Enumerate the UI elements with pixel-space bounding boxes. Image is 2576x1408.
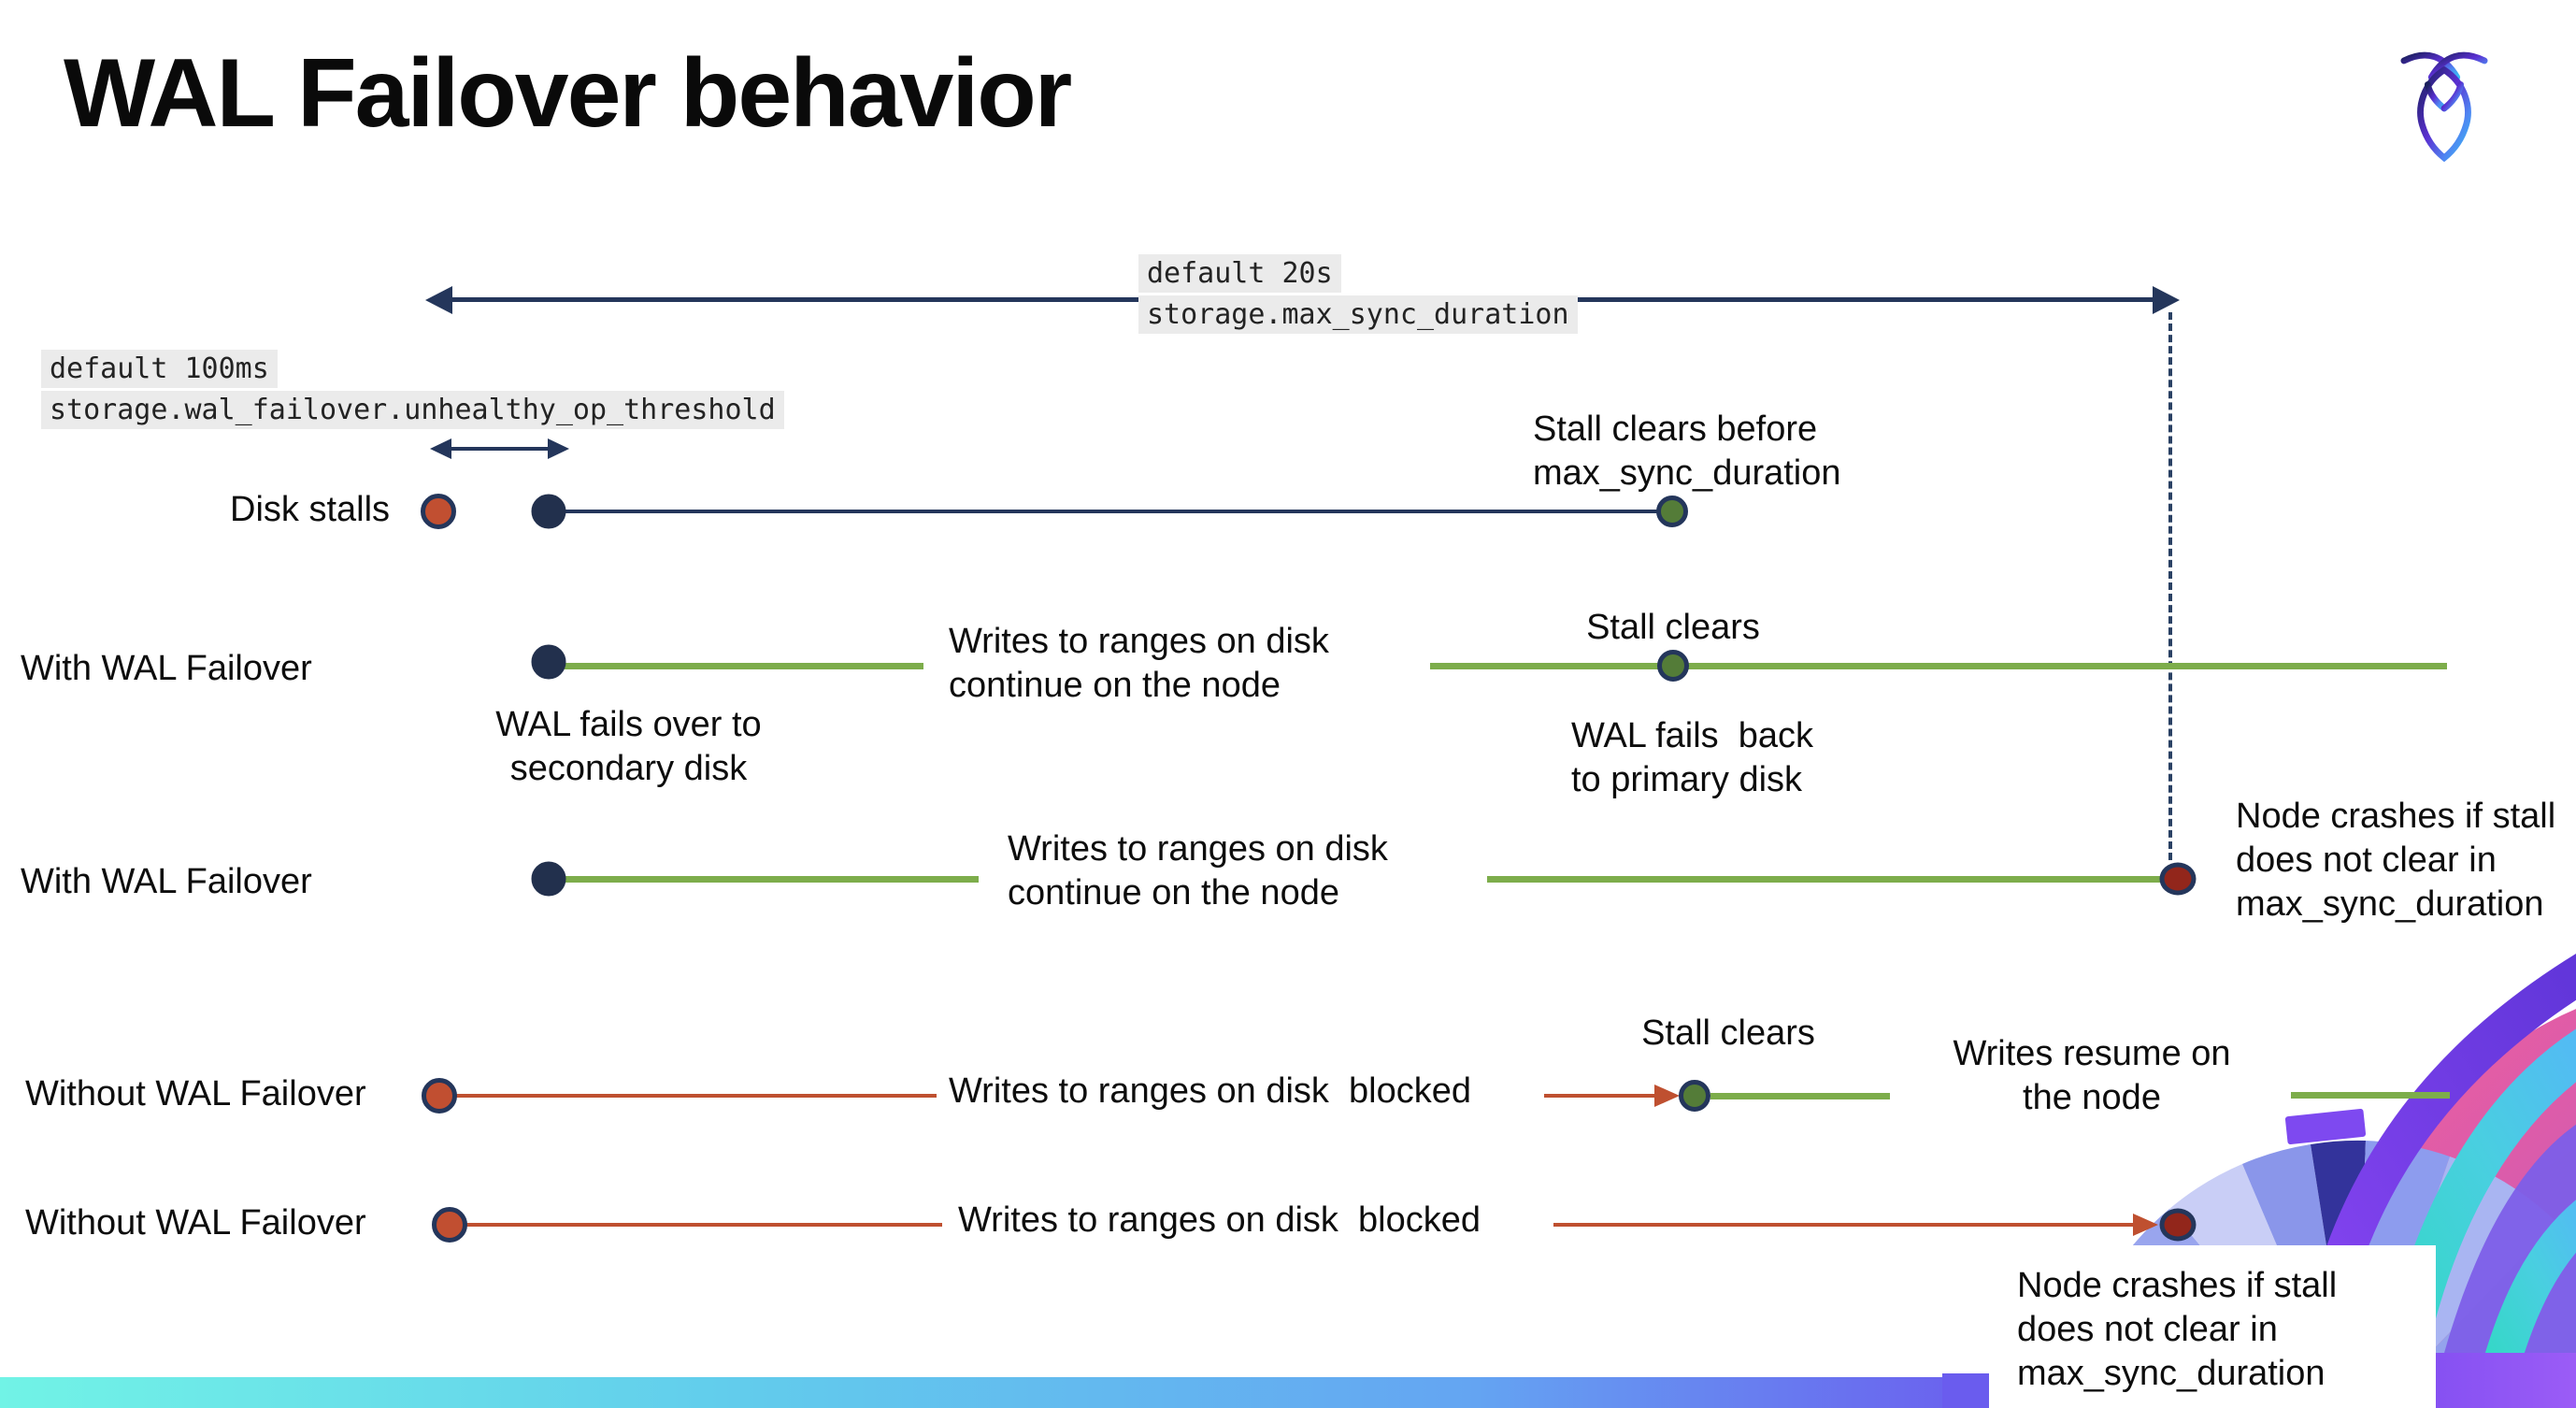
threshold-arrow-right-head-icon xyxy=(548,438,569,459)
threshold-arrow-line xyxy=(447,447,550,451)
disk-stall-line xyxy=(565,510,1658,513)
note-stall-clears-1: Stall clears xyxy=(1586,608,1760,647)
stall-start-dot-2 xyxy=(422,1078,457,1113)
note-node-crashes-2: Node crashes if stall does not clear in … xyxy=(2017,1266,2338,1393)
writes-blocked-line-c xyxy=(465,1223,942,1227)
row-label-without-wal-failover-2: Without WAL Failover xyxy=(25,1203,366,1243)
note-writes-blocked-2: Writes to ranges on disk blocked xyxy=(958,1200,1481,1240)
cockroachdb-logo-icon xyxy=(2400,51,2488,163)
violet-fill-shape xyxy=(2430,1124,2576,1408)
max-sync-deadline-dashed-line xyxy=(2168,312,2172,860)
node-crash-dot-2 xyxy=(2159,1208,2197,1242)
stall-clear-dot xyxy=(1656,496,1688,527)
max-sync-default-label: default 20s xyxy=(1138,254,1341,293)
row-label-with-wal-failover-1: With WAL Failover xyxy=(21,649,312,688)
stall-clear-dot-2 xyxy=(1679,1080,1710,1112)
writes-blocked-line-b xyxy=(1544,1094,1658,1098)
writes-continue-line-c xyxy=(565,876,979,883)
threshold-dot xyxy=(531,494,566,529)
writes-continue-line-a xyxy=(565,663,923,669)
row-label-disk-stalls: Disk stalls xyxy=(230,490,391,529)
failover-dot xyxy=(531,644,566,680)
note-writes-resume: Writes resume on the node xyxy=(1953,1034,2231,1117)
note-wal-fails-back: WAL fails back to primary disk xyxy=(1571,716,1814,799)
row-label-without-wal-failover-1: Without WAL Failover xyxy=(25,1074,366,1113)
writes-continue-line-b xyxy=(1430,663,2447,669)
page-title: WAL Failover behavior xyxy=(64,39,1072,148)
crash-callout-box xyxy=(1989,1245,2436,1408)
stall-start-dot-3 xyxy=(432,1207,467,1243)
note-writes-blocked-1: Writes to ranges on disk blocked xyxy=(949,1071,1472,1111)
failback-dot xyxy=(1657,650,1689,682)
unhealthy-op-default-label: default 100ms xyxy=(41,350,278,388)
note-wal-fails-over: WAL fails over to secondary disk xyxy=(495,705,762,788)
writes-resume-line-a xyxy=(1710,1093,1890,1099)
note-stall-clears-2: Stall clears xyxy=(1641,1013,1815,1053)
note-stall-clears-before: Stall clears before max_sync_duration xyxy=(1533,409,1841,493)
note-node-crashes-1: Node crashes if stall does not clear in … xyxy=(2236,797,2556,924)
arrow-right-head-icon xyxy=(2153,286,2180,314)
writes-blocked-line-d xyxy=(1553,1223,2147,1227)
writes-blocked-line-a xyxy=(455,1094,937,1098)
blocked-arrow-head-2-icon xyxy=(2133,1214,2158,1236)
failover-dot-2 xyxy=(531,861,566,897)
threshold-arrow-left-head-icon xyxy=(430,438,451,459)
purple-crossbar-shape xyxy=(2284,1108,2367,1145)
writes-continue-line-d xyxy=(1487,876,2161,883)
row-label-with-wal-failover-2: With WAL Failover xyxy=(21,862,312,901)
writes-resume-line-b xyxy=(2291,1092,2450,1099)
unhealthy-op-setting-label: storage.wal_failover.unhealthy_op_thresh… xyxy=(41,391,784,429)
note-writes-continue-1: Writes to ranges on disk continue on the… xyxy=(949,622,1329,705)
stall-start-dot xyxy=(421,494,456,529)
max-sync-setting-label: storage.max_sync_duration xyxy=(1138,295,1578,334)
note-writes-continue-2: Writes to ranges on disk continue on the… xyxy=(1008,829,1388,912)
blocked-arrow-head-icon xyxy=(1654,1085,1680,1107)
node-crash-dot-1 xyxy=(2159,862,2197,896)
arrow-left-head-icon xyxy=(425,286,452,314)
